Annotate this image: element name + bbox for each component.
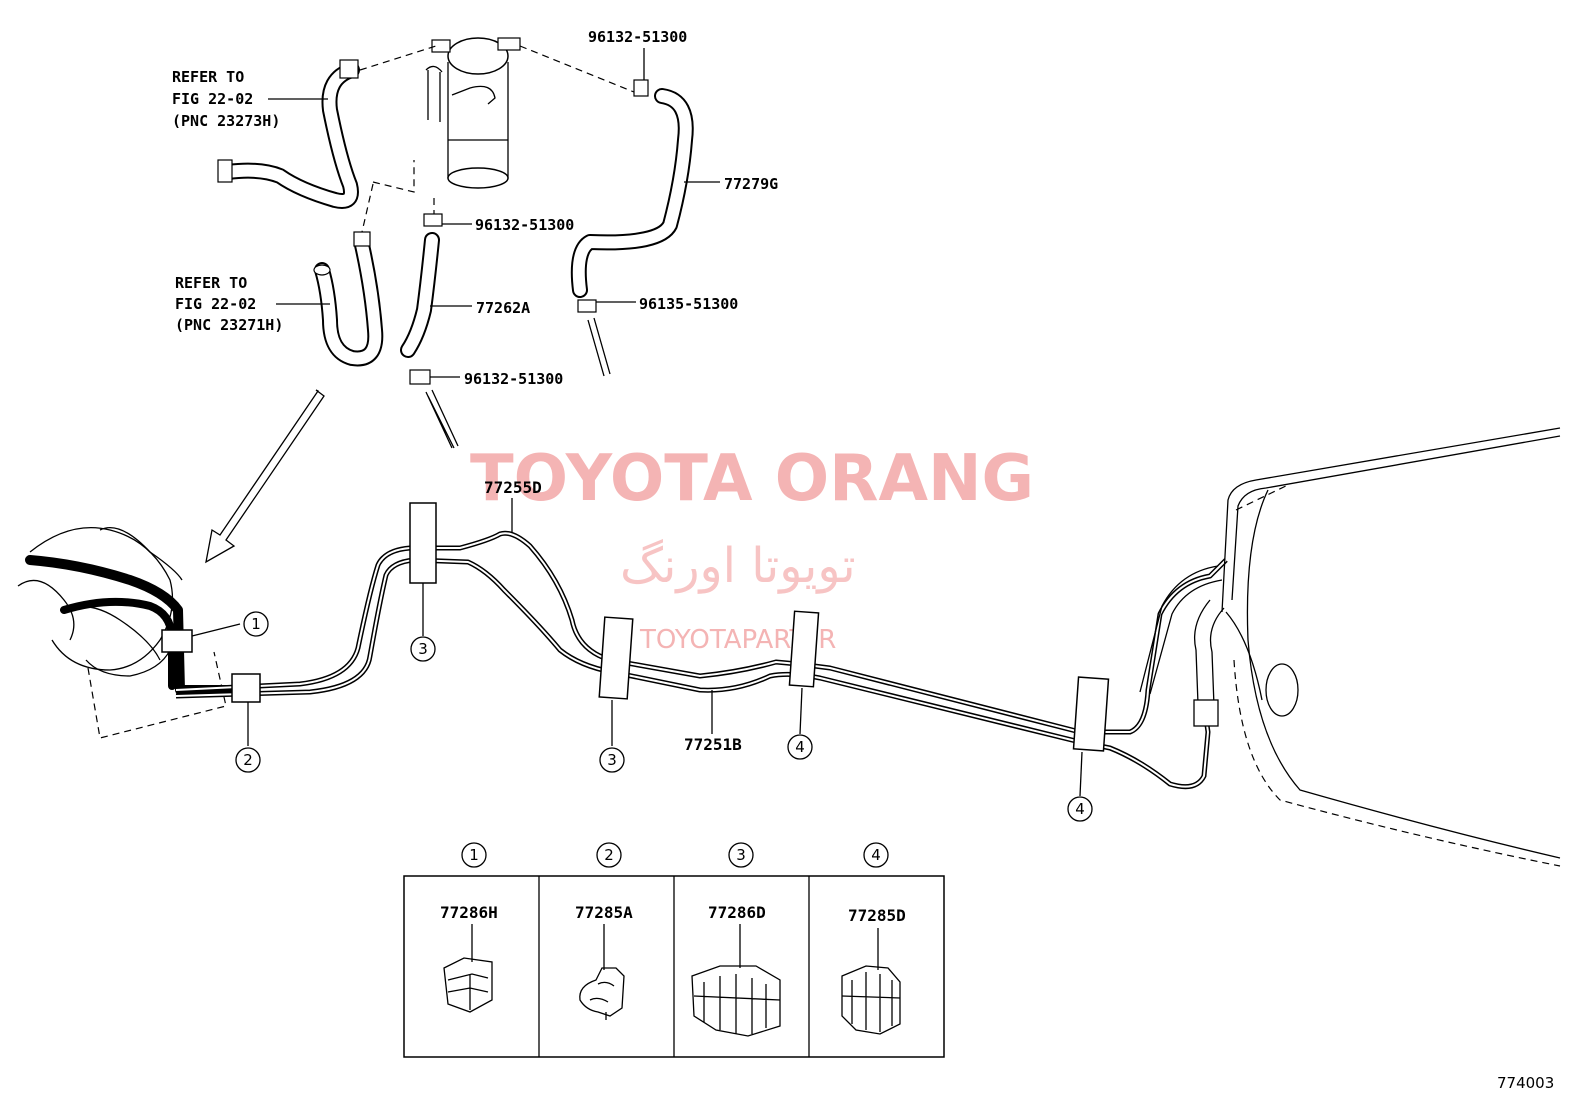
clamp-77285a-icon bbox=[579, 967, 625, 1020]
watermark-brand-fa: تویوتا اورنگ bbox=[620, 538, 856, 594]
clamp-marker-4a bbox=[788, 610, 820, 688]
tube-77255d bbox=[175, 530, 1228, 735]
ref-note-lower: REFER TO FIG 22-02 (PNC 23271H) bbox=[175, 274, 283, 334]
callout-3c: 4 bbox=[787, 734, 813, 760]
clip-label-top: 96132-51300 bbox=[588, 28, 687, 46]
svg-text:(PNC 23273H): (PNC 23273H) bbox=[172, 112, 280, 130]
svg-text:2: 2 bbox=[243, 751, 253, 769]
clip-label-low: 96132-51300 bbox=[464, 370, 563, 388]
callout-3b: 3 bbox=[599, 747, 625, 773]
legend-part-1: 77286H bbox=[440, 903, 498, 922]
tube-77251b bbox=[175, 557, 1211, 790]
tube-label-77255d: 77255D bbox=[484, 478, 542, 497]
legend-callout-1: 1 bbox=[461, 842, 487, 868]
callout-2: 2 bbox=[235, 747, 261, 773]
legend-callout-2: 2 bbox=[596, 842, 622, 868]
callout-3a: 3 bbox=[410, 636, 436, 662]
hose-label-77279g: 77279G bbox=[724, 175, 778, 193]
svg-text:REFER TO: REFER TO bbox=[175, 274, 247, 292]
svg-text:1: 1 bbox=[251, 615, 261, 633]
svg-text:2: 2 bbox=[604, 846, 614, 864]
fuel-tank-outline bbox=[1221, 427, 1561, 867]
clamp-77285d-icon bbox=[841, 965, 901, 1035]
clamp-marker-3a bbox=[409, 502, 437, 584]
clip-label-mid: 96132-51300 bbox=[475, 216, 574, 234]
callout-1: 1 bbox=[243, 611, 269, 637]
svg-text:FIG 22-02: FIG 22-02 bbox=[175, 295, 256, 313]
legend-part-4: 77285D bbox=[848, 906, 906, 925]
hose-23271h bbox=[313, 231, 384, 367]
svg-text:1: 1 bbox=[469, 846, 479, 864]
svg-text:REFER TO: REFER TO bbox=[172, 68, 244, 86]
clamp-marker-2 bbox=[231, 673, 261, 703]
svg-text:(PNC 23271H): (PNC 23271H) bbox=[175, 316, 283, 334]
svg-text:4: 4 bbox=[871, 846, 881, 864]
hose-label-77262a: 77262A bbox=[476, 299, 530, 317]
watermark-brand: TOYOTA ORANG bbox=[470, 442, 1034, 516]
legend-part-3: 77286D bbox=[708, 903, 766, 922]
legend-callout-3: 3 bbox=[728, 842, 754, 868]
arrow-icon bbox=[205, 389, 325, 564]
clamp-marker-4b bbox=[1072, 676, 1110, 752]
clamp-77286h-icon bbox=[443, 957, 493, 1013]
clamp-legend: 1 2 3 4 77286H 77285A 77286D 77285D bbox=[403, 842, 945, 1058]
diagram-id: 774003 bbox=[1497, 1074, 1554, 1092]
clamp-marker-3b bbox=[598, 616, 634, 700]
tube-label-77251b: 77251B bbox=[684, 735, 742, 754]
callout-4: 4 bbox=[1067, 796, 1093, 822]
ref-note-upper: REFER TO FIG 22-02 (PNC 23273H) bbox=[172, 68, 280, 130]
charcoal-canister bbox=[425, 37, 521, 189]
svg-text:3: 3 bbox=[418, 640, 428, 658]
clamp-marker-1 bbox=[161, 629, 193, 653]
svg-text:4: 4 bbox=[795, 738, 805, 756]
svg-text:3: 3 bbox=[736, 846, 746, 864]
hose-77262a bbox=[400, 213, 459, 449]
clip-label-right: 96135-51300 bbox=[639, 295, 738, 313]
hose-23273h bbox=[217, 59, 360, 209]
legend-callout-4: 4 bbox=[863, 842, 889, 868]
legend-part-2: 77285A bbox=[575, 903, 633, 922]
svg-text:3: 3 bbox=[607, 751, 617, 769]
svg-text:FIG 22-02: FIG 22-02 bbox=[172, 90, 253, 108]
hose-77279g bbox=[570, 79, 694, 377]
svg-text:4: 4 bbox=[1075, 800, 1085, 818]
clamp-77286d-icon bbox=[691, 965, 781, 1037]
